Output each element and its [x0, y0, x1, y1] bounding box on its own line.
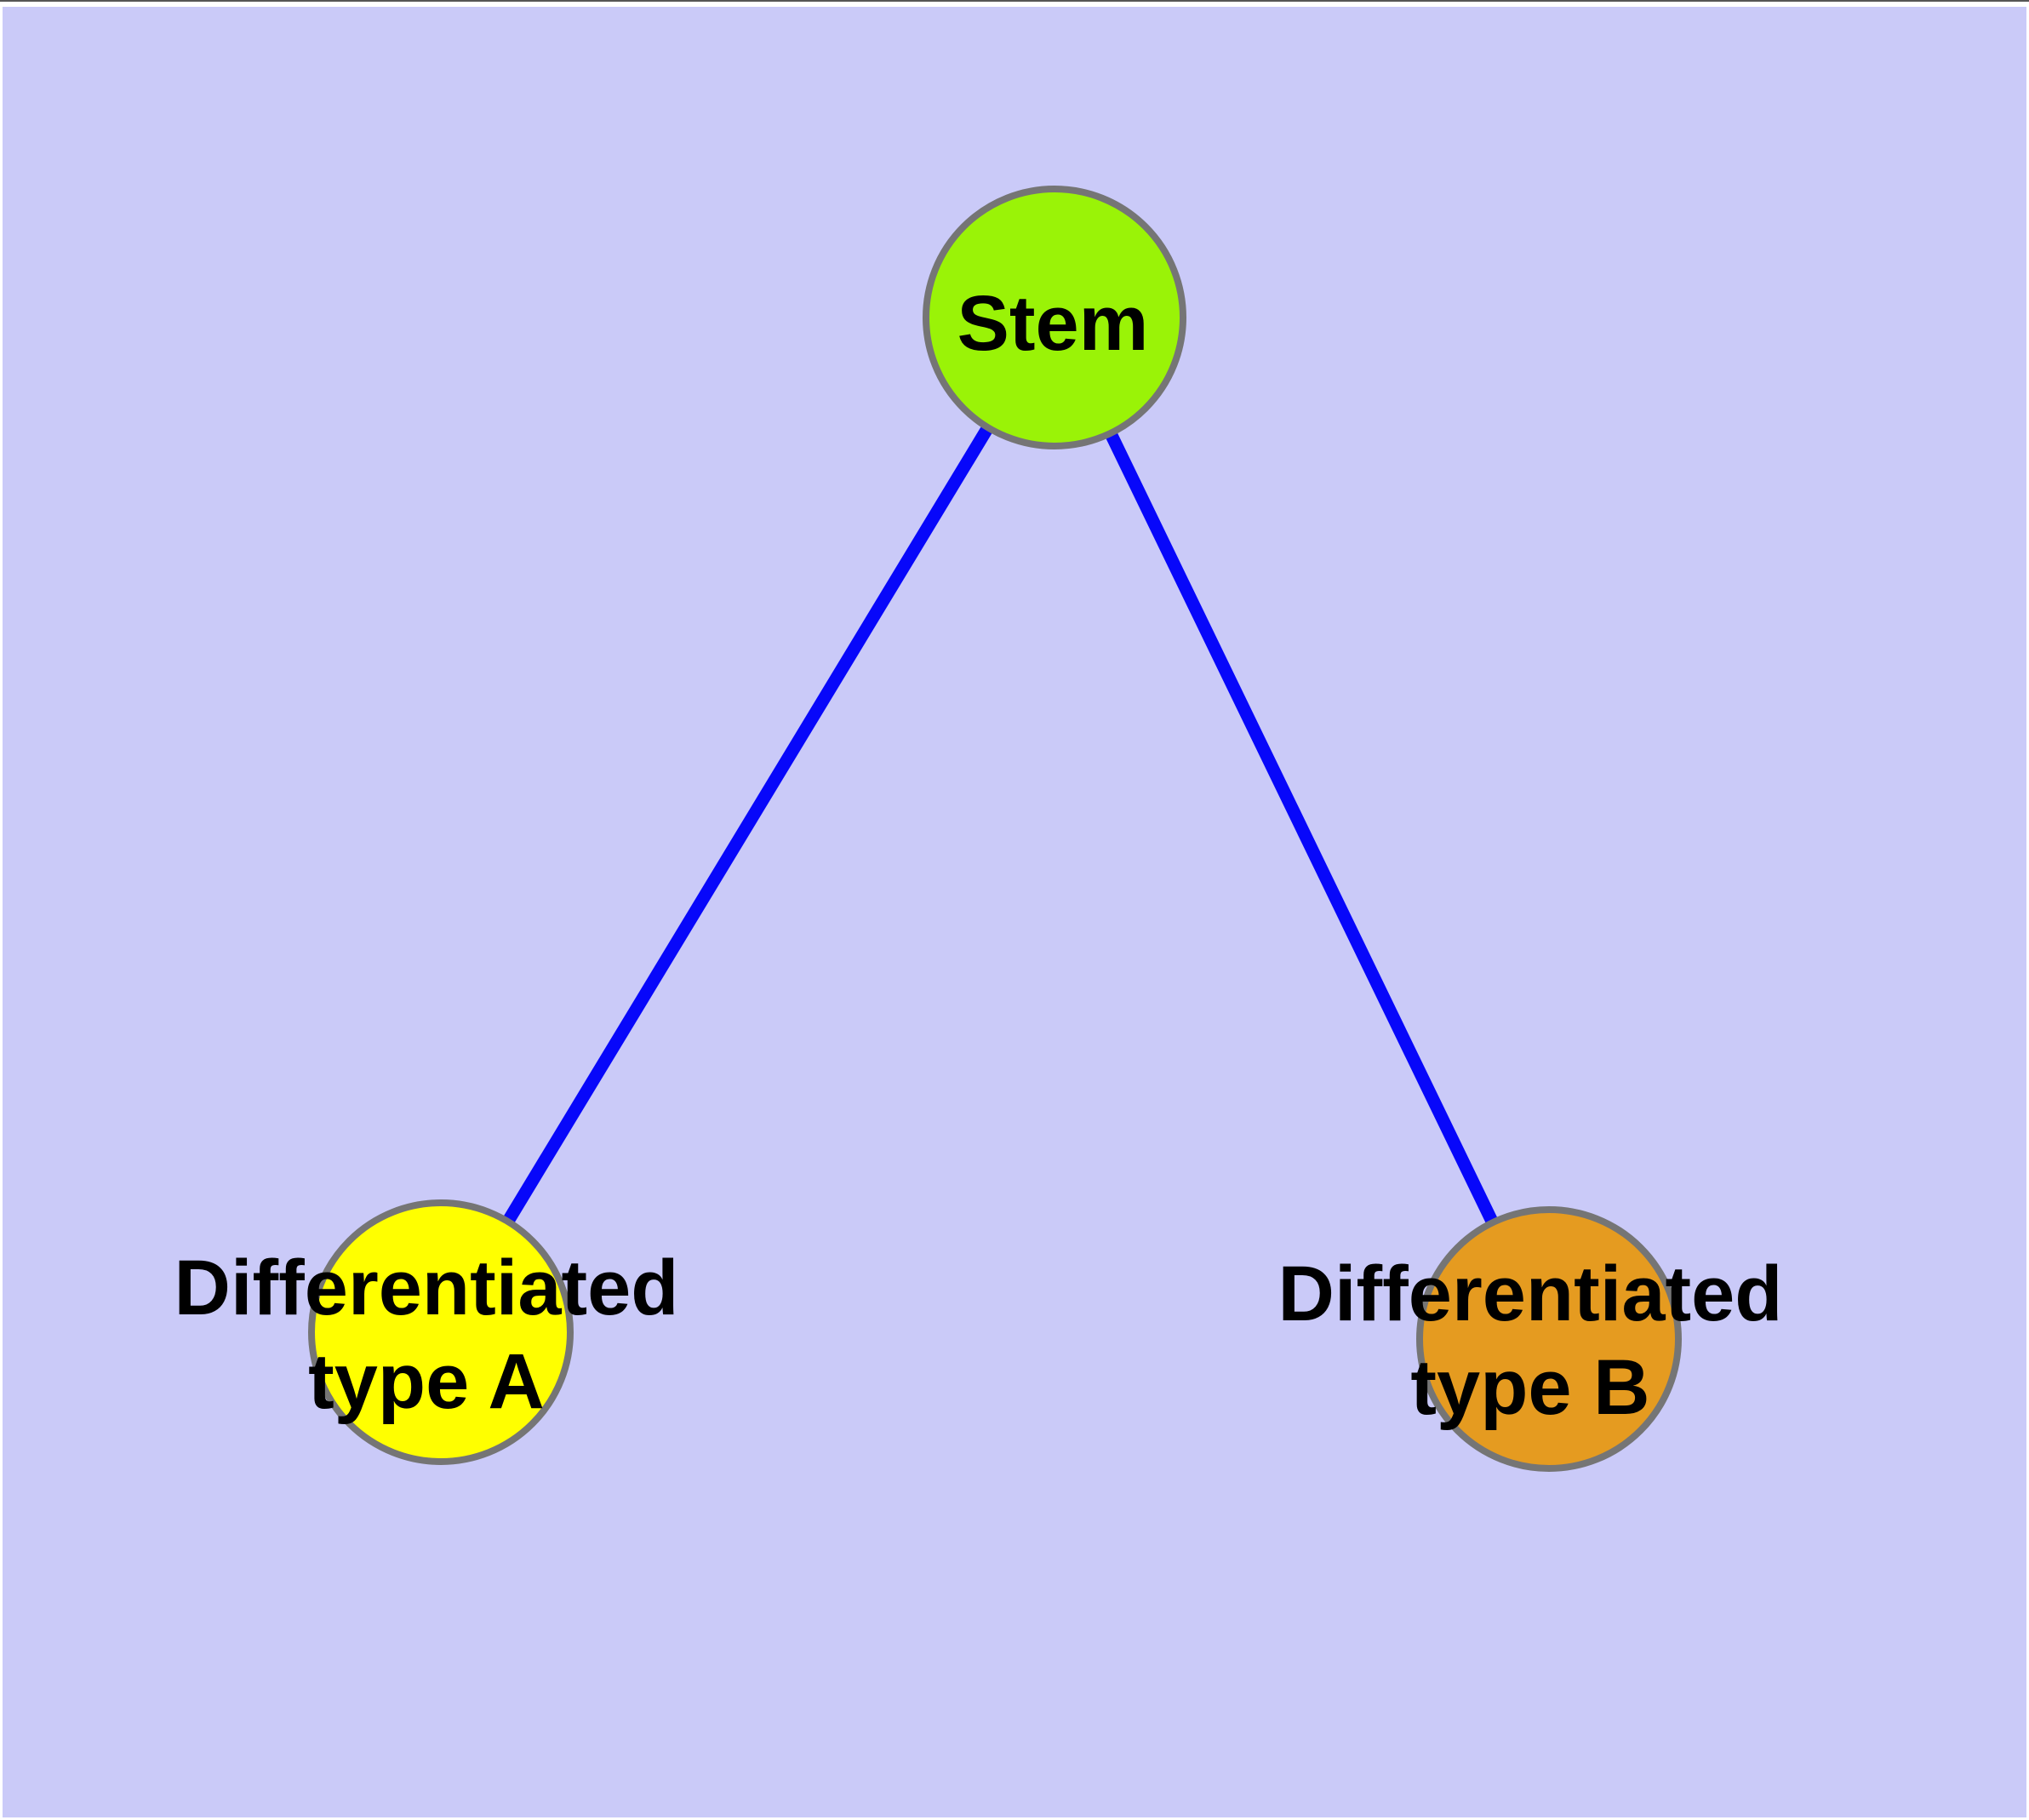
node-label-differentiated-type-b: Differentiated type B — [1277, 1251, 1783, 1431]
node-label-stem: Stem — [957, 280, 1149, 367]
top-edge-hairline — [0, 0, 2029, 2]
node-stem — [923, 186, 1186, 449]
edge-stem-to-type-a — [435, 314, 1060, 1336]
edge-stem-to-type-b — [1049, 314, 1555, 1342]
node-differentiated-type-b — [1416, 1206, 1682, 1472]
node-differentiated-type-a — [308, 1199, 574, 1465]
node-label-differentiated-type-a: Differentiated type A — [174, 1245, 679, 1425]
